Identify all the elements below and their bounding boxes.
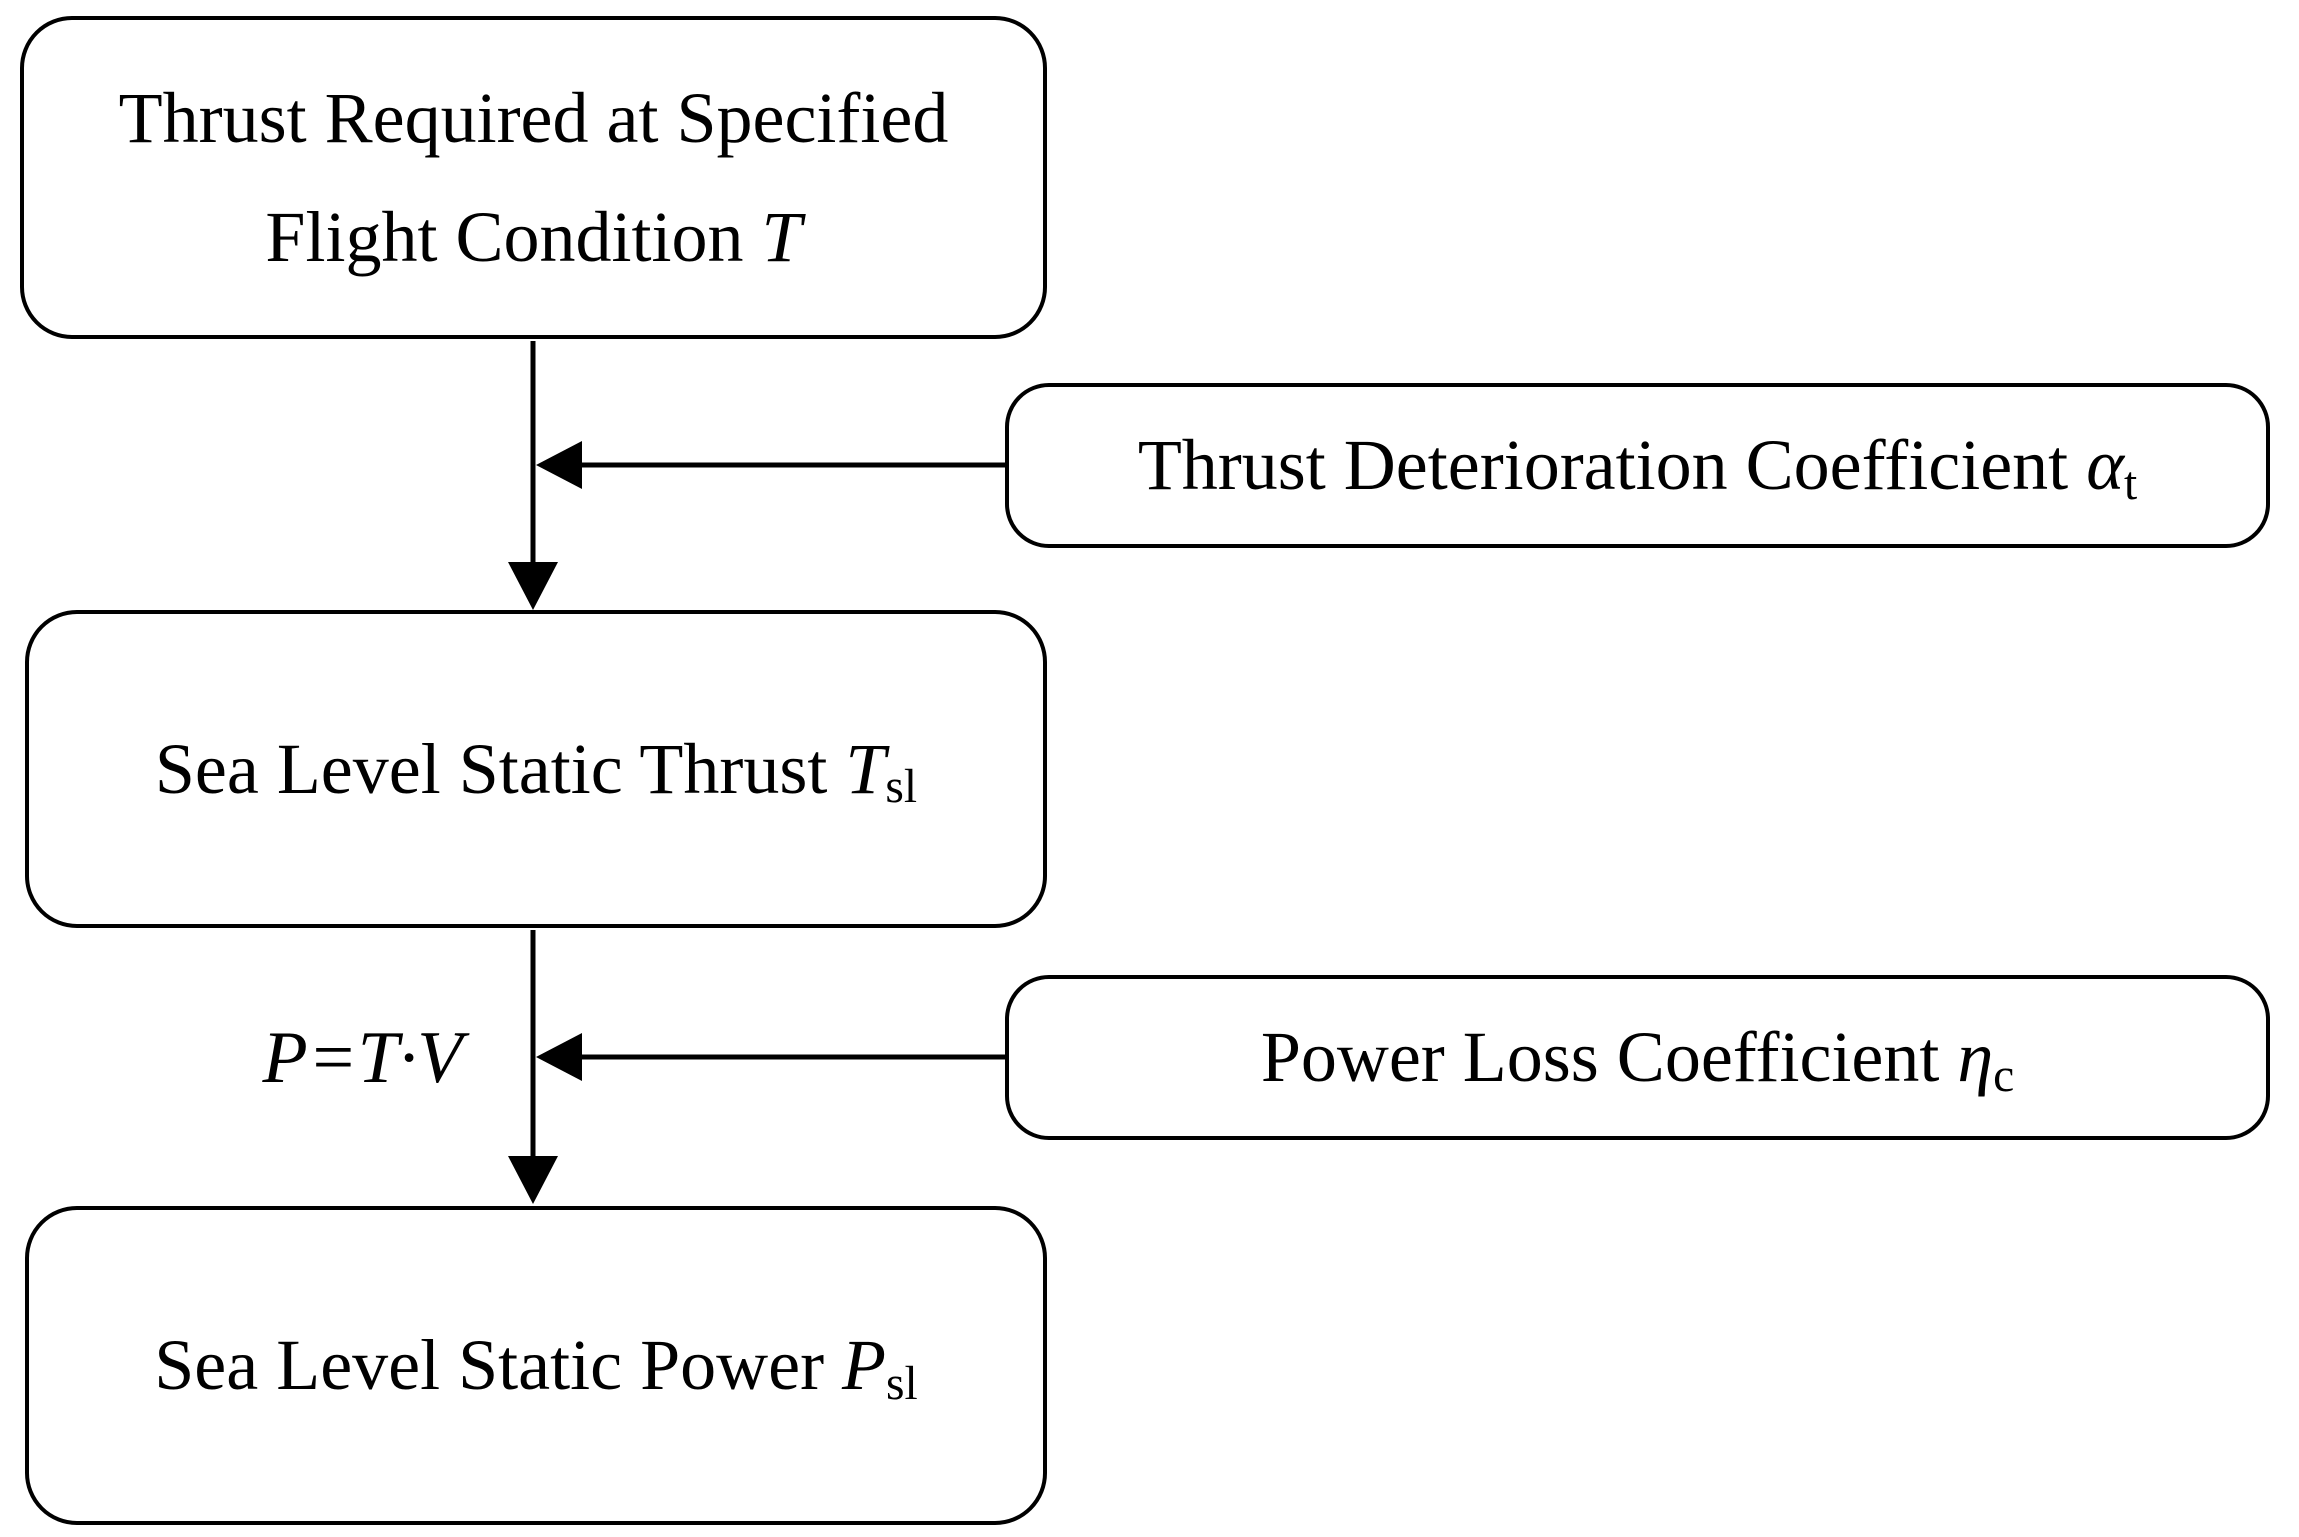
node-symbol: T (845, 728, 886, 809)
node-label: Thrust Required at Specified (118, 77, 949, 158)
node-symbol: T (761, 196, 802, 277)
node-thrust-deterioration-coefficient: Thrust Deterioration Coefficient αt (1005, 383, 2270, 548)
node-symbol: η (1957, 1017, 1994, 1098)
node-label: Power Loss Coefficient (1260, 1017, 1958, 1098)
node-power-loss-coefficient: Power Loss Coefficient ηc (1005, 975, 2270, 1140)
arrowhead-down-to-sls-thrust-icon (508, 562, 558, 610)
node-sea-level-static-power: Sea Level Static Power Psl (25, 1206, 1047, 1525)
node-thrust-required-line2: Flight Condition T (265, 178, 801, 297)
node-sea-level-static-power-text: Sea Level Static Power Psl (154, 1306, 917, 1425)
node-thrust-required-line1: Thrust Required at Specified (119, 59, 949, 178)
node-power-loss-text: Power Loss Coefficient ηc (1261, 998, 2014, 1117)
arrowhead-left-power-loss-icon (536, 1033, 582, 1081)
node-subscript: c (1993, 1049, 2015, 1102)
node-subscript: sl (885, 761, 918, 814)
node-label: Thrust Deterioration Coefficient (1137, 425, 2087, 506)
node-label: Sea Level Static Thrust (154, 728, 846, 809)
node-sea-level-static-thrust-text: Sea Level Static Thrust Tsl (155, 710, 917, 829)
edge-label-power-equation: P=T·V (262, 1017, 463, 1099)
arrowhead-left-deterioration-icon (536, 441, 582, 489)
node-thrust-required: Thrust Required at Specified Flight Cond… (20, 16, 1047, 339)
node-subscript: sl (886, 1357, 918, 1410)
node-subscript: t (2123, 457, 2138, 510)
node-symbol: P (842, 1325, 887, 1406)
node-symbol: α (2086, 425, 2124, 506)
node-label: Flight Condition (265, 196, 762, 277)
arrowhead-down-to-sls-power-icon (508, 1156, 558, 1204)
node-label: Sea Level Static Power (154, 1325, 843, 1406)
node-sea-level-static-thrust: Sea Level Static Thrust Tsl (25, 610, 1047, 928)
node-thrust-deterioration-text: Thrust Deterioration Coefficient αt (1138, 406, 2137, 525)
